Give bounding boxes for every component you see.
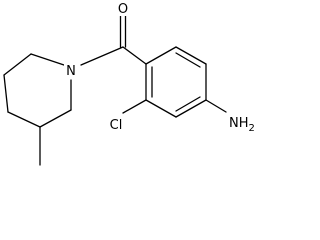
oxygen-label-bg (116, 1, 130, 16)
bond-ring-amine (205, 99, 227, 113)
nitrogen-label-bg (64, 62, 79, 78)
bond-carbonyl-ring (122, 46, 147, 65)
bond-pip-c2-c3 (3, 53, 32, 76)
atom-labels: O N Cl NH2 (64, 1, 266, 134)
bond-ring-c4-c5 (175, 99, 207, 118)
chlorine-label: Cl (110, 118, 123, 133)
amine-label-main: NH (229, 116, 249, 131)
bond-ring-chlorine (122, 99, 147, 114)
amine-label-bg (228, 114, 266, 132)
amine-label-subscript: 2 (249, 123, 255, 134)
bond-pip-c4-c5 (7, 111, 41, 128)
bond-ring-c2-c3 (175, 46, 207, 65)
bonds (3, 15, 227, 166)
amine-label: NH2 (229, 116, 255, 134)
bond-ring-c5-c6 (145, 99, 177, 118)
bond-carbonyl-nitrogen (80, 46, 124, 66)
bond-pip-c3-c4 (3, 74, 9, 113)
bond-ring-inner-1 (175, 52, 201, 68)
bond-pip-c5-c6 (39, 109, 72, 128)
bond-ring-inner-2 (175, 96, 201, 112)
bond-ring-c1-c2 (145, 46, 177, 65)
chlorine-label-bg (107, 116, 125, 132)
nitrogen-label: N (66, 64, 76, 79)
oxygen-label: O (118, 2, 128, 17)
chemical-structure-diagram: O N Cl NH2 (3, 1, 266, 166)
bond-pip-n-c2 (30, 53, 65, 66)
